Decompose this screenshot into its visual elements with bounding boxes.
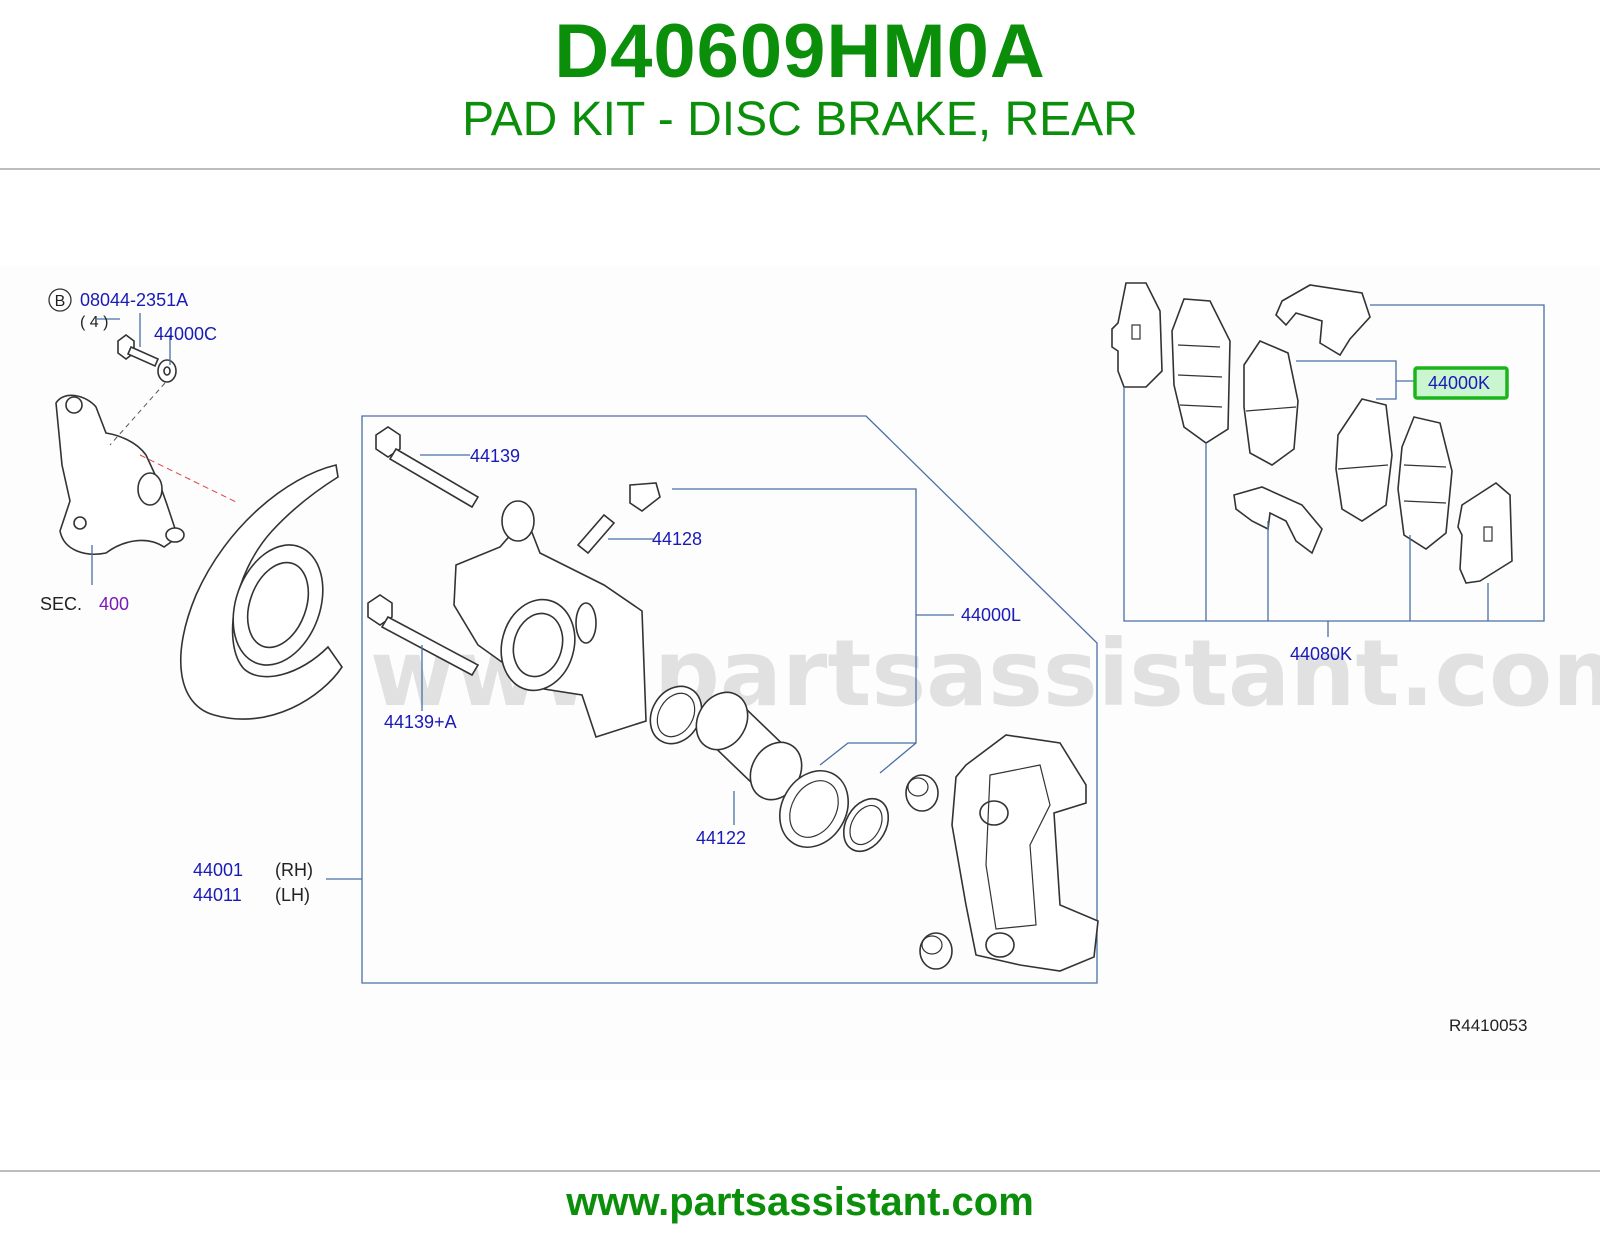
caliper-body-illustration (453, 500, 647, 739)
assembly-guide-line (109, 382, 166, 446)
washer-illustration (157, 359, 177, 383)
bolt-illustration (117, 334, 160, 368)
header: D40609HM0A PAD KIT - DISC BRAKE, REAR (0, 0, 1600, 170)
bolt-marker-letter: B (55, 293, 66, 310)
callout-caliper-lh-side: (LH) (275, 885, 310, 905)
callout-caliper-kit[interactable]: 44000L (961, 605, 1021, 625)
part-number: D40609HM0A (554, 9, 1046, 94)
bolt-marker-circle (48, 288, 72, 312)
pin-boot-upper-illustration (905, 774, 939, 812)
brake-pad-lower-illustration (1335, 398, 1393, 522)
callout-caliper-lh-part[interactable]: 44011 (193, 885, 242, 905)
callout-caliper-rh-part[interactable]: 44001 (193, 860, 243, 880)
retaining-ring-inner (849, 804, 883, 846)
section-label: SEC. (40, 594, 82, 614)
pin-boot-lower-illustration (919, 932, 953, 970)
bleeder-screw-illustration (576, 482, 661, 555)
section-number[interactable]: 400 (99, 594, 129, 614)
pad-clip-lower-illustration (1233, 486, 1323, 555)
callout-washer[interactable]: 44000C (154, 324, 217, 344)
shim-outer-right-illustration (1457, 482, 1513, 584)
part-title: PAD KIT - DISC BRAKE, REAR (462, 93, 1138, 146)
steering-knuckle-illustration (55, 394, 185, 555)
shim-outer-left-illustration (1111, 282, 1163, 388)
pad-backing-right-illustration (1397, 416, 1453, 550)
pad-clip-upper-illustration (1275, 284, 1371, 357)
callout-pad-kit[interactable]: 44000K (1428, 373, 1490, 393)
caliper-bracket-illustration (951, 734, 1099, 972)
bolt-leaders (97, 313, 171, 365)
pad-kit-leader (1296, 360, 1414, 400)
piston-seal-inner (656, 692, 696, 738)
piston-illustration (695, 691, 803, 801)
pin-bolt-lower-illustration (367, 594, 480, 677)
header-divider (0, 168, 1600, 170)
hardware-kit-leaders (1205, 443, 1489, 621)
brake-pad-upper-illustration (1243, 340, 1299, 466)
footer-url[interactable]: www.partsassistant.com (566, 1180, 1034, 1224)
callout-piston[interactable]: 44122 (696, 828, 746, 848)
diagram-svg: www.partsassistant.com (40, 282, 1600, 1035)
callout-pin-bolt-lower[interactable]: 44139+A (384, 712, 457, 732)
hardware-kit-bracket (1123, 304, 1545, 622)
callout-bolt-part[interactable]: 08044-2351A (80, 290, 188, 310)
retaining-ring-illustration (842, 797, 890, 853)
reference-code: R4410053 (1449, 1016, 1527, 1035)
caliper-kit-leader (672, 488, 954, 774)
callout-bleeder[interactable]: 44128 (652, 529, 702, 549)
caliper-group-outline (361, 415, 1098, 984)
parts-diagram: www.partsassistant.com (0, 265, 1600, 1080)
assembly-guide-line (139, 454, 237, 503)
dust-shield-illustration (179, 464, 343, 720)
callout-caliper-rh-side: (RH) (275, 860, 313, 880)
pad-backing-left-illustration (1171, 298, 1231, 444)
callout-pin-bolt-upper[interactable]: 44139 (470, 446, 520, 466)
pin-bolt-upper-illustration (375, 426, 480, 509)
pad-kit-highlight[interactable] (1413, 366, 1509, 400)
piston-boot-illustration (779, 770, 849, 848)
footer-divider (0, 1170, 1600, 1172)
callout-pad-hardware-kit[interactable]: 44080K (1290, 644, 1352, 664)
callout-bolt-qty: ( 4 ) (80, 314, 108, 331)
